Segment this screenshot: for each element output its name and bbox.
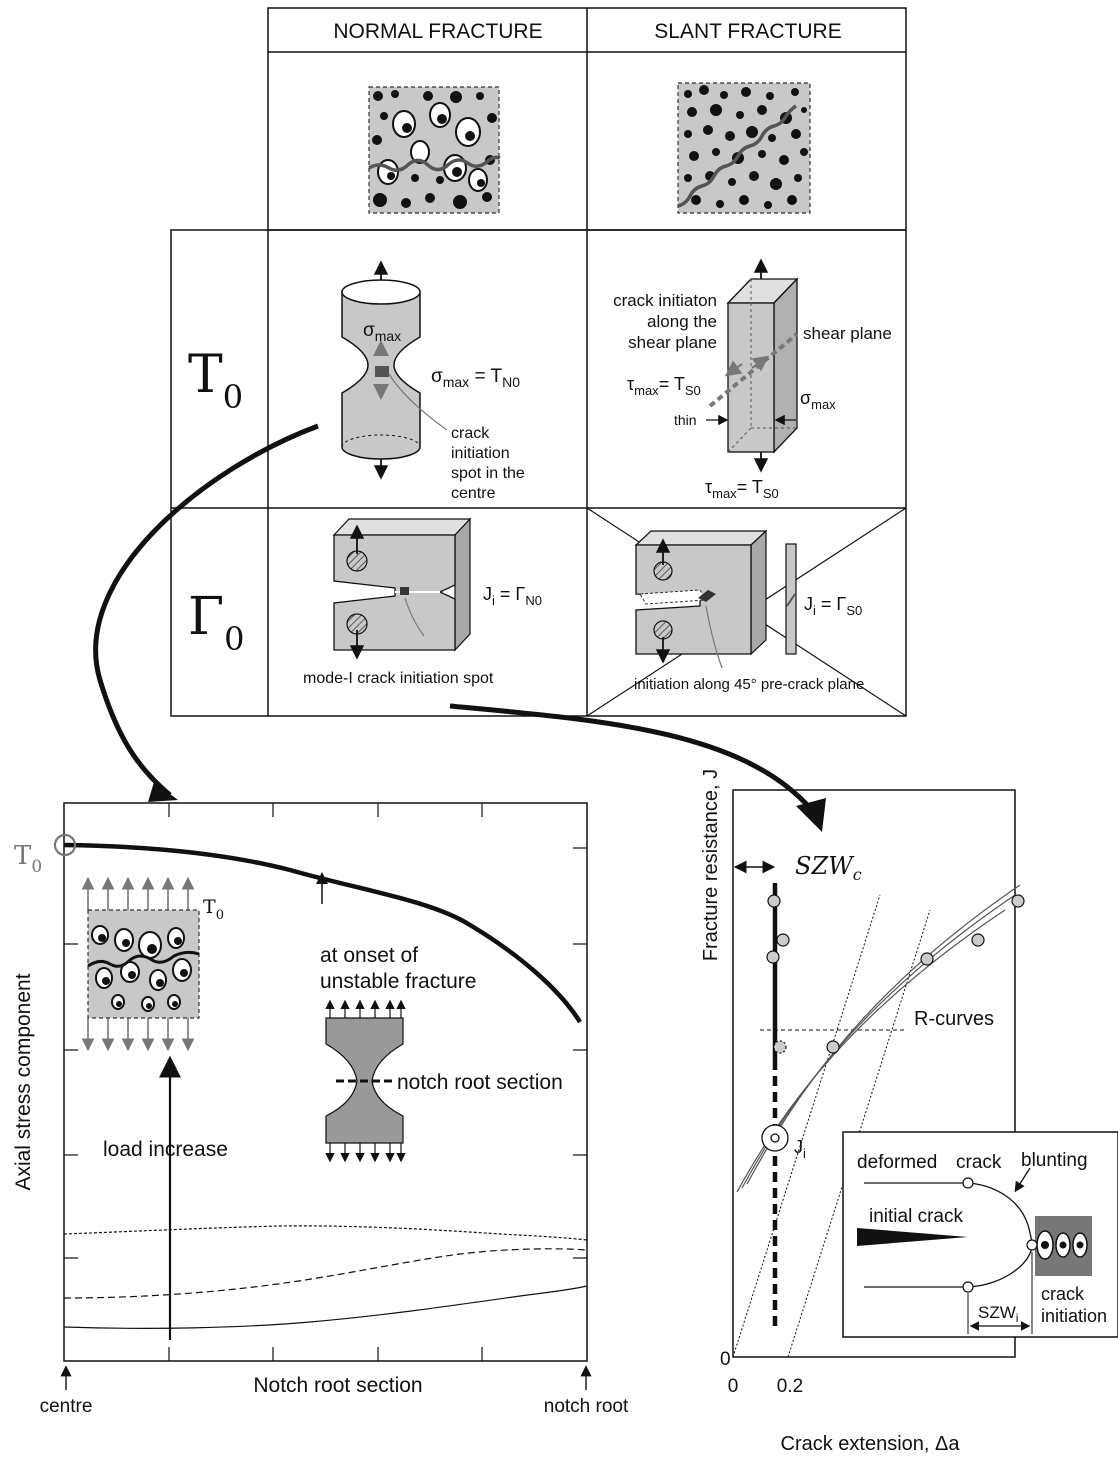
fracture-resistance-plot: deformed crack blunting initial crack cr… <box>700 769 1118 1455</box>
slant-precrack-note: initiation along 45° pre-crack plane <box>634 676 864 693</box>
slant-note: crack initiaton <box>613 291 717 310</box>
microstructure-normal-image <box>369 87 500 213</box>
crack-blunting-inset: deformed crack blunting initial crack cr… <box>843 1132 1118 1337</box>
column-header-normal: NORMAL FRACTURE <box>333 20 542 43</box>
crack-initiation-label: initiation <box>1041 1306 1107 1326</box>
deformed-label: deformed <box>857 1152 937 1173</box>
sigma-max-equation: σmax = TN0 <box>431 366 520 390</box>
inset-t0-label: T0 <box>203 896 224 923</box>
j-gamma-s0-equation: Ji = ΓS0 <box>804 594 862 618</box>
arrowhead <box>796 798 826 832</box>
thin-label: thin <box>674 412 697 428</box>
y-axis-label: Fracture resistance, J <box>700 769 722 961</box>
compact-tension-specimen-normal <box>334 519 470 656</box>
row-label-t0: T0 <box>188 345 243 416</box>
x-right-label: notch root <box>544 1396 629 1417</box>
x-tick-02: 0.2 <box>777 1376 803 1397</box>
mini-notched-specimen <box>326 1002 403 1160</box>
x-axis-label: Notch root section <box>253 1374 422 1397</box>
notch-root-section-label: notch root section <box>397 1071 563 1094</box>
crack-initiation-note: spot in the <box>451 465 525 482</box>
shear-plane-label: shear plane <box>803 324 892 343</box>
y-axis-label: Axial stress component <box>12 973 35 1190</box>
slant-note: shear plane <box>628 333 717 352</box>
stress-profile-intermediate <box>64 1226 587 1240</box>
curved-arrow-to-resistance-plot <box>450 706 810 808</box>
y-origin-label: 0 <box>720 1349 731 1370</box>
axial-stress-plot: T0 T0 at onset of unstable fracture notc… <box>12 803 629 1417</box>
szw-i-label: SZWi <box>978 1303 1018 1325</box>
microstructure-slant-image <box>678 83 810 213</box>
load-increase-label: load increase <box>103 1138 228 1161</box>
initial-crack-label: initial crack <box>869 1206 963 1227</box>
onset-label: at onset of <box>320 944 418 967</box>
column-header-slant: SLANT FRACTURE <box>654 20 841 43</box>
slant-note: along the <box>647 312 717 331</box>
r-curves-label: R-curves <box>914 1008 994 1030</box>
mode-i-note: mode-I crack initiation spot <box>303 670 494 687</box>
crack-initiation-note: initiation <box>451 445 510 462</box>
stress-profile-low <box>64 1249 587 1298</box>
compact-tension-specimen-slant <box>636 531 796 668</box>
onset-label: unstable fracture <box>320 970 476 993</box>
j-gamma-n0-equation: Ji = ΓN0 <box>483 584 542 608</box>
sigma-max-slant: σmax <box>800 388 836 412</box>
tau-max-equation: τmax= TS0 <box>627 374 701 398</box>
arrowhead <box>148 782 178 802</box>
ji-label: Ji <box>794 1137 806 1161</box>
x-left-label: centre <box>40 1396 93 1417</box>
fracture-table: NORMAL FRACTURE SLANT FRACTURE T0 Γ0 <box>171 8 906 716</box>
blunting-label: blunting <box>1021 1150 1088 1171</box>
crack-initiation-note: crack <box>451 425 490 442</box>
szw-c-label: SZWc <box>795 852 862 884</box>
thin-plate-specimen <box>706 262 797 469</box>
inset-damage-microstructure <box>88 880 199 1048</box>
x-axis-label: Crack extension, Δa <box>781 1433 961 1455</box>
x-tick-0: 0 <box>728 1376 739 1397</box>
crack-initiation-label: crack <box>1041 1284 1085 1304</box>
crack-initiation-note: centre <box>451 485 496 502</box>
crack-label: crack <box>956 1152 1002 1173</box>
t0-axis-marker: T0 <box>14 841 42 877</box>
tau-max-equation-bottom: τmax= TS0 <box>705 477 779 501</box>
ji-marker-dot <box>771 1134 779 1142</box>
row-label-gamma0: Γ0 <box>188 587 244 658</box>
stress-profile-initial <box>64 1286 587 1328</box>
